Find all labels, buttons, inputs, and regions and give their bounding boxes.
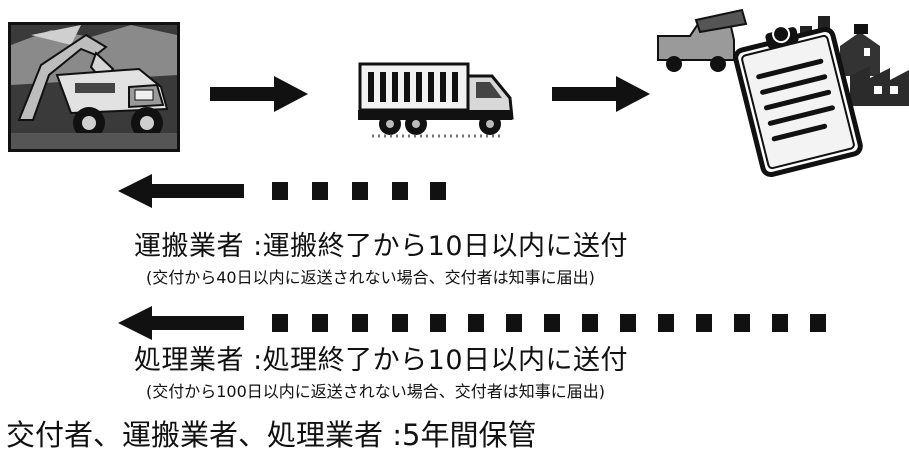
arrow-right-icon (552, 76, 650, 112)
return-arrow-transport (118, 174, 446, 208)
processing-facility-with-manifest-icon (657, 8, 909, 178)
processing-return-note: (交付から100日以内に返送されない場合、交付者は知事に届出) (146, 382, 606, 401)
processing-return-label: 処理業者 :処理終了から10日以内に送付 (134, 345, 629, 376)
retention-label: 交付者、運搬業者、処理業者 :5年間保管 (6, 418, 537, 452)
transport-return-label: 運搬業者 :運搬終了から10日以内に送付 (134, 231, 629, 262)
transport-truck-icon (358, 62, 514, 138)
return-arrow-processing (118, 306, 826, 340)
transport-return-note: (交付から40日以内に返送されない場合、交付者は知事に届出) (146, 268, 595, 287)
arrow-right-icon (210, 76, 308, 112)
construction-site-image (8, 22, 180, 152)
excavator-and-dump-truck-icon (11, 25, 177, 149)
